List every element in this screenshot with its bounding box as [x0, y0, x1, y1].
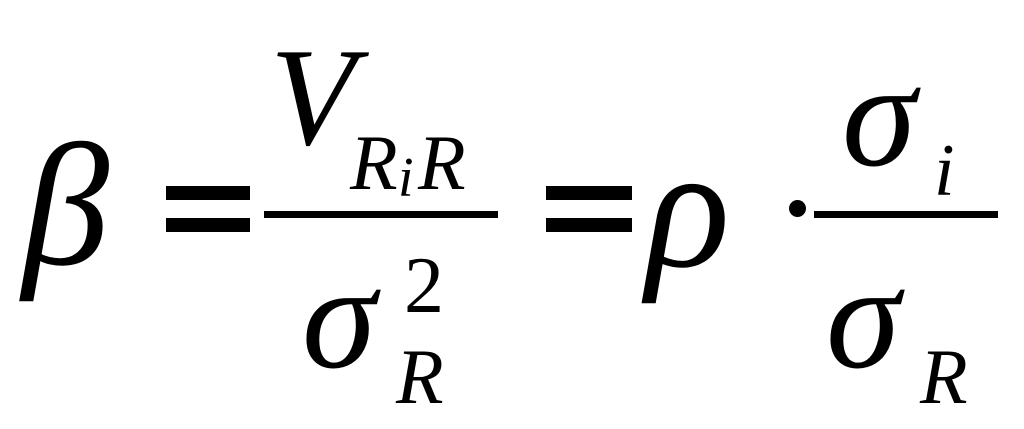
denominator-sigma: σ	[302, 234, 376, 400]
denominator-sup-2: 2	[404, 242, 444, 330]
denominator-sub-r: R	[396, 333, 444, 420]
numerator-sub-i: i	[398, 147, 414, 209]
rho-symbol: ρ	[646, 110, 730, 304]
numerator-sub-r2: R	[418, 119, 466, 206]
numerator-v: V	[270, 20, 356, 175]
beta-symbol: β	[22, 108, 110, 302]
denominator-sub-r-2: R	[920, 333, 968, 420]
fraction-bar-2	[814, 211, 998, 218]
numerator-sigma: σ	[842, 32, 916, 198]
numerator-sub-i-2: i	[934, 130, 955, 212]
numerator-sub-r1: R	[350, 119, 398, 206]
multiplication-dot	[789, 200, 806, 217]
denominator-sigma-2: σ	[826, 234, 900, 400]
fraction-bar-1	[264, 211, 498, 218]
